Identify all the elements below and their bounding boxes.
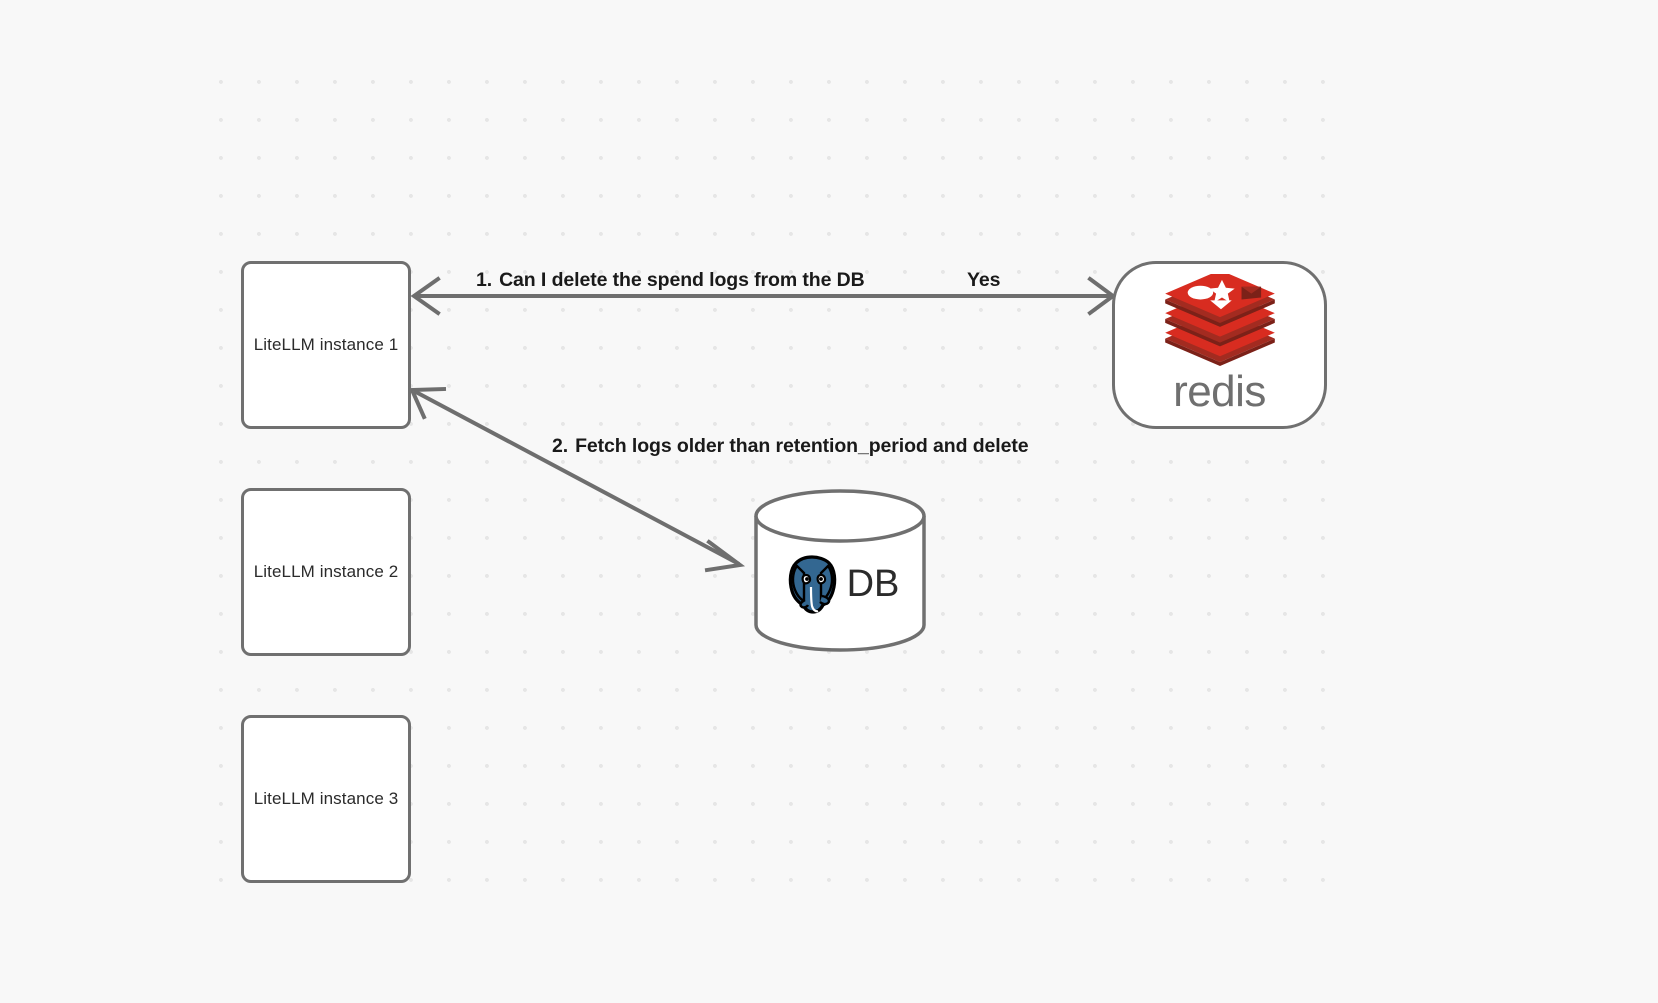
arrowhead-left — [410, 276, 441, 316]
step-number: 2. — [552, 435, 569, 457]
postgresql-elephant-icon — [788, 555, 836, 614]
node-label: LiteLLM instance 1 — [253, 335, 399, 354]
edge-label-step-2: 2. Fetch logs older than retention_period… — [552, 435, 1029, 458]
node-litellm-instance-1[interactable]: LiteLLM instance 1 — [241, 261, 411, 429]
redis-logo: redis — [1161, 274, 1279, 414]
edge-litellm1-db[interactable] — [408, 386, 746, 573]
node-redis[interactable]: redis — [1112, 261, 1327, 429]
node-label: LiteLLM instance 2 — [253, 562, 399, 581]
canvas-margin-bottom — [0, 898, 1658, 1003]
node-litellm-instance-2[interactable]: LiteLLM instance 2 — [241, 488, 411, 656]
edge-line — [413, 389, 740, 566]
node-db[interactable]: DB — [753, 489, 927, 652]
arrowhead-lower-right — [704, 539, 746, 573]
cylinder-shape — [754, 489, 926, 652]
node-litellm-instance-3[interactable]: LiteLLM instance 3 — [241, 715, 411, 883]
edge-label-step-1: 1. Can I delete the spend logs from the D… — [476, 269, 865, 292]
node-label: LiteLLM instance 3 — [253, 789, 399, 808]
db-label-group: DB — [753, 549, 927, 619]
canvas-margin-left — [0, 0, 205, 1003]
edge-label-reply-yes: Yes — [967, 269, 1001, 291]
redis-stack-icon — [1164, 274, 1275, 366]
canvas-margin-right — [1345, 0, 1658, 1003]
redis-wordmark: redis — [1173, 367, 1266, 416]
arrowhead-upper-left — [408, 386, 447, 420]
db-text-label: DB — [846, 563, 900, 605]
canvas-margin-top — [0, 0, 1658, 55]
step-text: Fetch logs older than retention_period a… — [575, 435, 1029, 457]
step-number: 1. — [476, 269, 493, 291]
step-text: Can I delete the spend logs from the DB — [499, 269, 865, 291]
